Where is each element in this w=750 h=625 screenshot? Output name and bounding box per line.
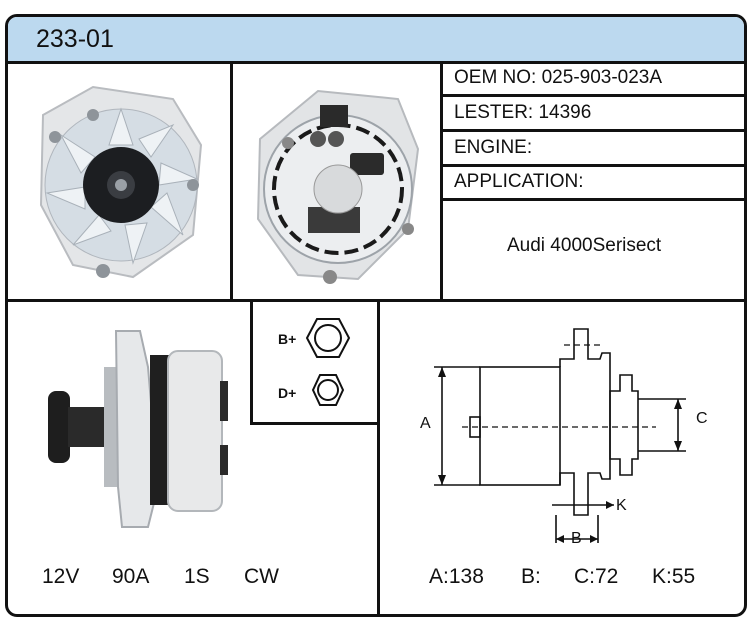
dimension-a: A:138 — [429, 565, 484, 588]
info-row-divider-1 — [443, 94, 744, 97]
terminal-box-left — [250, 302, 253, 424]
divider-vertical-top-1 — [230, 61, 233, 299]
spec-voltage: 12V — [42, 565, 80, 588]
terminal-b-hex-icon — [305, 318, 351, 358]
application-value: Audi 4000Serisect — [507, 235, 662, 256]
dimension-drawing — [434, 328, 686, 543]
alternator-front-image — [39, 85, 203, 279]
spec-rotation: CW — [244, 565, 279, 588]
dimension-c: C:72 — [574, 565, 619, 588]
drawing-label-k: K — [616, 497, 627, 514]
header-bar: 233-01 — [8, 17, 744, 64]
engine-label: ENGINE: — [454, 137, 533, 158]
alternator-side-image — [48, 330, 228, 528]
product-card: 233-01 OEM NO: 025-903-023A LESTER: 1439… — [5, 14, 747, 617]
drawing-label-c: C — [696, 410, 708, 427]
lester-number: LESTER: 14396 — [454, 102, 592, 123]
drawing-label-b: B — [571, 530, 582, 547]
terminal-d-hex-icon — [311, 374, 345, 406]
alternator-rear-image — [256, 89, 420, 284]
divider-vertical-top-2 — [440, 61, 443, 299]
part-number: 233-01 — [36, 25, 114, 53]
terminal-b-label: B+ — [278, 331, 297, 347]
spec-amperage: 90A — [112, 565, 150, 588]
spec-pulley: 1S — [184, 565, 210, 588]
terminal-d-label: D+ — [278, 385, 297, 401]
info-row-divider-2 — [443, 129, 744, 132]
dimension-k: K:55 — [652, 565, 696, 588]
dimension-b: B: — [521, 565, 541, 588]
divider-horizontal-main — [8, 299, 744, 302]
divider-vertical-bottom — [377, 302, 380, 614]
oem-number: OEM NO: 025-903-023A — [454, 67, 663, 88]
terminal-box-bottom — [250, 422, 378, 425]
info-row-divider-3 — [443, 164, 744, 167]
application-label: APPLICATION: — [454, 171, 584, 192]
drawing-label-a: A — [420, 415, 431, 432]
info-row-divider-4 — [443, 198, 744, 201]
